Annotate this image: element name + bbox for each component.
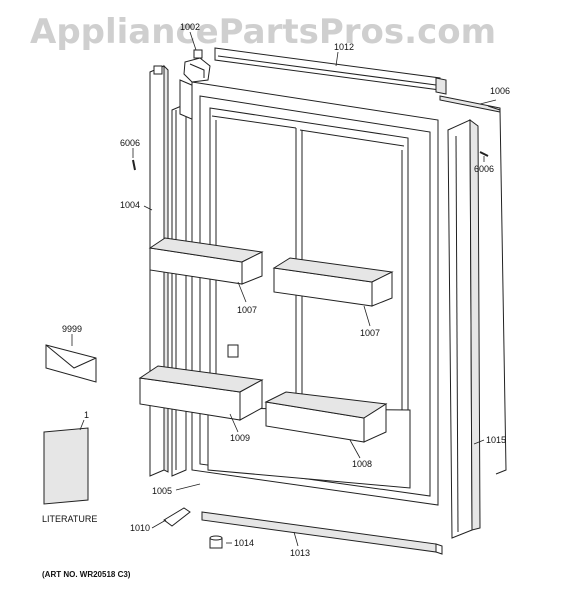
door-bin-right-upper-part xyxy=(272,257,394,307)
callout-1010: 1010 xyxy=(130,523,151,533)
door-bin-left-upper-part xyxy=(148,237,264,285)
bottom-bracket-part xyxy=(163,507,191,527)
callout-1013: 1013 xyxy=(290,548,311,558)
hinge-bracket-part xyxy=(183,49,211,83)
door-bin-left-lower-part xyxy=(138,365,264,421)
callout-1006: 1006 xyxy=(490,86,511,96)
door-bin-right-lower-part xyxy=(264,391,388,443)
callout-1002: 1002 xyxy=(180,22,201,32)
callout-1008: 1008 xyxy=(352,459,373,469)
right-channel-part xyxy=(447,118,481,539)
envelope-icon xyxy=(45,344,97,383)
callout-6006-right: 6006 xyxy=(474,164,495,174)
literature-booklet-icon xyxy=(43,427,89,505)
literature-label: LITERATURE xyxy=(42,514,98,524)
gasket-strip-part xyxy=(439,95,501,113)
callout-1004: 1004 xyxy=(120,200,141,210)
screw-left-part xyxy=(132,159,136,171)
callout-1015: 1015 xyxy=(486,435,507,445)
callout-1012: 1012 xyxy=(334,42,355,52)
art-number: (ART NO. WR20518 C3) xyxy=(42,570,131,579)
watermark-text: AppliancePartsPros.com xyxy=(30,12,497,52)
screw-right-part xyxy=(479,151,489,157)
right-gasket-edge-part xyxy=(487,105,507,475)
left-inner-strip-part xyxy=(171,79,195,477)
callout-1009: 1009 xyxy=(230,433,251,443)
callout-1007-left: 1007 xyxy=(237,305,258,315)
bottom-trim-part xyxy=(201,511,443,555)
top-trim-part xyxy=(214,47,447,95)
callout-6006-left: 6006 xyxy=(120,138,141,148)
callout-9999: 9999 xyxy=(62,324,83,334)
callout-1007-right: 1007 xyxy=(360,328,381,338)
callout-1014: 1014 xyxy=(234,538,255,548)
leader-lines xyxy=(71,31,497,547)
cap-part xyxy=(209,535,223,549)
callout-1005: 1005 xyxy=(152,486,173,496)
callout-1: 1 xyxy=(84,410,90,420)
